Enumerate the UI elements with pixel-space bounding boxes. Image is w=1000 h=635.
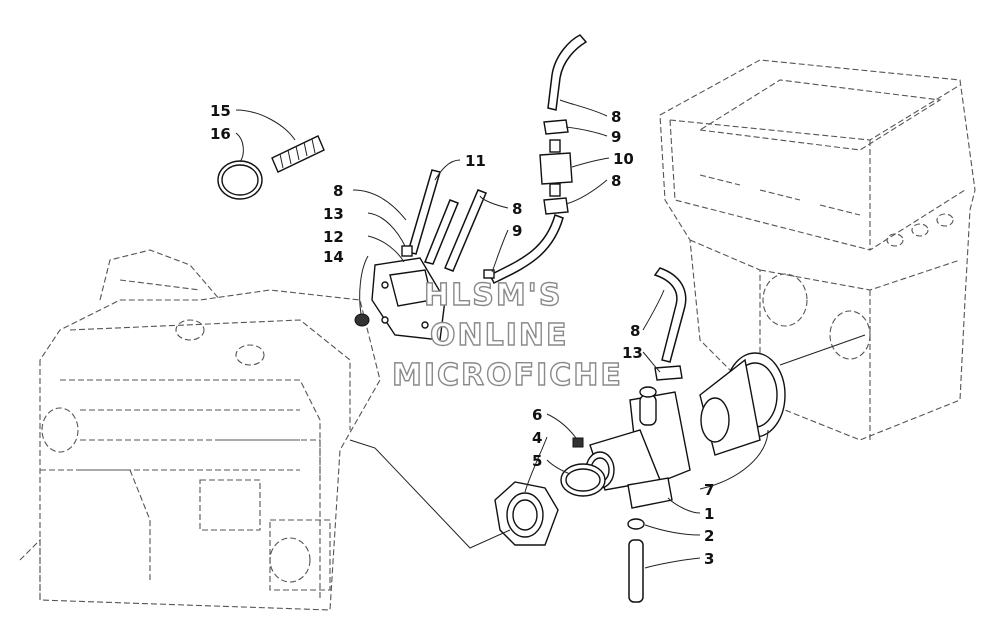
carburetor xyxy=(585,267,691,509)
callout-8-pump-top: 8 xyxy=(333,182,343,200)
callout-4: 4 xyxy=(532,429,542,447)
watermark-line-1: HLSM'S xyxy=(424,278,562,313)
intake-parts xyxy=(494,437,606,546)
callout-3: 3 xyxy=(704,550,714,568)
watermark-line-3: MICROFICHE xyxy=(392,358,623,393)
callout-1: 1 xyxy=(704,505,714,523)
callout-12: 12 xyxy=(323,228,344,246)
airbox-outline xyxy=(659,59,976,441)
spring-part xyxy=(271,135,325,173)
callout-9-upper: 9 xyxy=(611,128,621,146)
callout-8-filter-low: 8 xyxy=(611,172,621,190)
callout-15: 15 xyxy=(210,102,231,120)
fuel-pump xyxy=(354,257,446,341)
leader-lines xyxy=(235,99,769,569)
callout-9-lower: 9 xyxy=(512,222,522,240)
callout-14: 14 xyxy=(323,248,344,266)
callout-labels: 15 16 11 8 13 12 14 8 9 8 9 10 8 8 13 6 … xyxy=(210,102,714,568)
vacuum-hoses xyxy=(401,169,564,284)
callout-8-pump-right: 8 xyxy=(512,200,522,218)
drain-parts xyxy=(627,518,645,603)
callout-13-carb: 13 xyxy=(622,344,643,362)
connector-lines xyxy=(349,334,866,549)
air-boot xyxy=(699,352,786,456)
callout-7: 7 xyxy=(704,481,714,499)
engine-outline xyxy=(19,249,381,611)
callout-8-carb: 8 xyxy=(630,322,640,340)
fuel-filter-line xyxy=(539,34,588,215)
callout-6: 6 xyxy=(532,406,542,424)
callout-2: 2 xyxy=(704,527,714,545)
callout-10: 10 xyxy=(613,150,634,168)
callout-5: 5 xyxy=(532,452,542,470)
callout-16: 16 xyxy=(210,125,231,143)
callout-11: 11 xyxy=(465,152,486,170)
callout-8-top: 8 xyxy=(611,108,621,126)
clamp-ring-part xyxy=(217,160,263,200)
watermark-line-2: ONLINE xyxy=(430,318,569,353)
watermark: HLSM'S ONLINE MICROFICHE xyxy=(391,277,623,393)
callout-13-pump: 13 xyxy=(323,205,344,223)
